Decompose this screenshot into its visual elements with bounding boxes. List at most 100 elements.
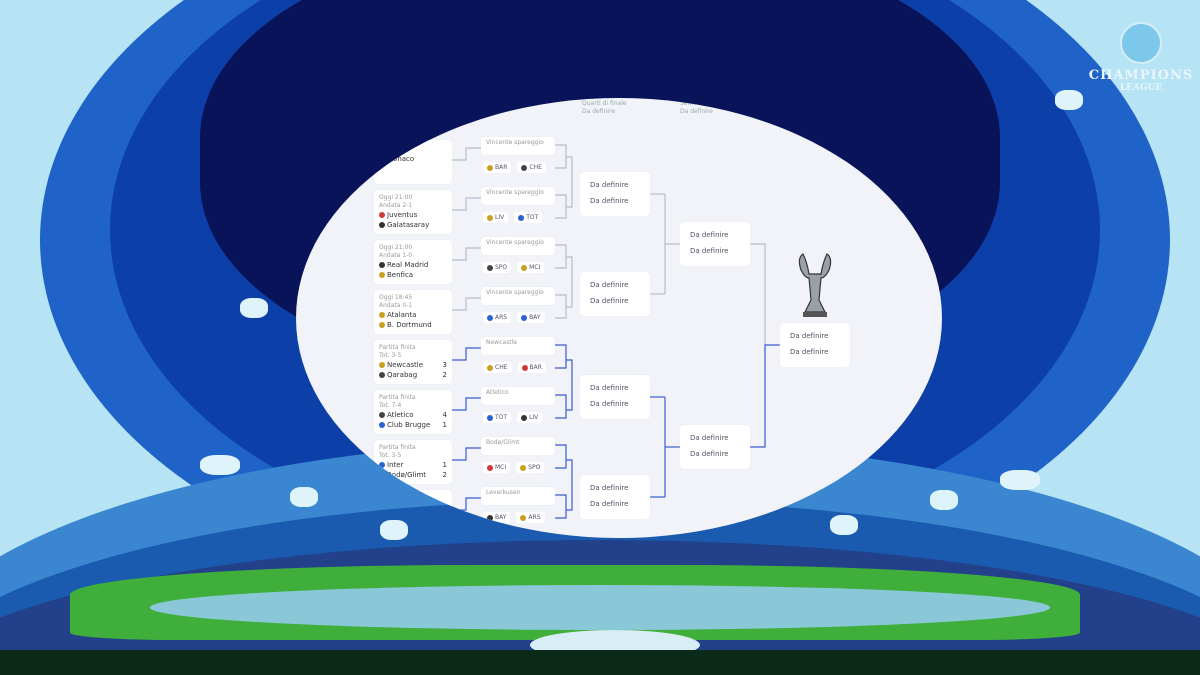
quarter-final-card[interactable]: Da definire Da definire (580, 272, 650, 316)
connector (555, 344, 567, 369)
team-row: Inter 1 (379, 460, 447, 470)
connector (555, 244, 567, 269)
team-name: Juventus (387, 211, 418, 219)
round16-opponent: Vincente spareggio (486, 239, 544, 246)
connector (452, 297, 481, 311)
team-score: 1 (442, 461, 447, 469)
team-code: BAY (529, 314, 541, 321)
team-tbd: Da definire (790, 332, 829, 340)
round16-opponent: Bodø/Glimt (486, 439, 520, 446)
team-tbd: Da definire (590, 281, 629, 289)
round16-header[interactable]: Atletico (481, 387, 555, 405)
round16-opponent: Vincente spareggio (486, 189, 544, 196)
team-crest-icon (379, 496, 385, 502)
team-crest-icon (379, 156, 385, 162)
round16-opponent: Leverkusen (486, 489, 521, 496)
team-crest-icon (521, 314, 528, 321)
team-name: Bodø/Glimt (387, 471, 427, 479)
playoff-card[interactable] (374, 490, 452, 534)
team-crest-icon (487, 214, 493, 221)
team-row: Galatasaray (379, 220, 447, 230)
connector (555, 394, 567, 419)
team-row: Benfica (379, 270, 447, 280)
team-crest-icon (379, 322, 385, 328)
team-row: Atalanta (379, 310, 447, 320)
team-tbd: Da definire (590, 297, 629, 305)
match-status: Partita finita (379, 444, 416, 451)
team-score: 1 (442, 421, 447, 429)
round16-header[interactable]: Bodø/Glimt (481, 437, 555, 455)
team-tbd: Da definire (690, 450, 729, 458)
aggregate-score: Tot. 3-5 (379, 352, 402, 359)
team-crest-icon (379, 312, 385, 318)
team-crest-icon (521, 264, 528, 271)
team-code: MCI (529, 264, 541, 271)
connector (555, 444, 567, 469)
round16-header[interactable]: Leverkusen (481, 487, 555, 505)
team-crest-icon (379, 222, 385, 228)
round16-header[interactable]: Vincente spareggio (481, 187, 555, 205)
team-tbd: Da definire (590, 197, 629, 205)
aggregate-score: Andata 1-0 (379, 252, 413, 259)
connector (452, 447, 481, 461)
team-crest-icon (379, 412, 385, 418)
team-code: LIV (529, 414, 539, 421)
round16-header[interactable]: Vincente spareggio (481, 237, 555, 255)
connector (566, 459, 573, 511)
team-crest-icon (521, 364, 528, 371)
team-crest-icon (379, 212, 385, 218)
team-row: B. Dortmund (379, 320, 447, 330)
team-tbd: Da definire (590, 384, 629, 392)
aggregate-score: Tot. 7-4 (379, 402, 402, 409)
round16-opponent: Vincente spareggio (486, 139, 544, 146)
team-crest-icon (379, 146, 385, 152)
team-row: Paris (379, 144, 447, 154)
round16-match[interactable]: BAY ARS (483, 512, 545, 523)
team-crest-icon (520, 514, 527, 521)
team-crest-icon (379, 262, 385, 268)
team-name: Club Brugge (387, 421, 431, 429)
team-name: Newcastle (387, 361, 424, 369)
team-crest-icon (521, 164, 528, 171)
connector (452, 197, 481, 211)
team-code: ARS (495, 314, 508, 321)
round16-opponent: Atletico (486, 389, 509, 396)
team-code: ARS (528, 514, 541, 521)
round16-header[interactable]: Vincente spareggio (481, 137, 555, 155)
round16-match[interactable]: ARS BAY (483, 312, 545, 323)
team-name: Inter (387, 461, 404, 469)
team-crest-icon (487, 464, 493, 471)
round16-header[interactable]: Vincente spareggio (481, 287, 555, 305)
team-crest-icon (379, 506, 385, 512)
team-name: B. Dortmund (387, 321, 432, 329)
team-code: BAY (495, 514, 507, 521)
team-crest-icon (487, 514, 493, 521)
round16-header[interactable]: Newcastle (481, 337, 555, 355)
team-row (379, 494, 447, 504)
connector (566, 359, 573, 411)
team-tbd: Da definire (690, 231, 729, 239)
connector (452, 497, 481, 511)
